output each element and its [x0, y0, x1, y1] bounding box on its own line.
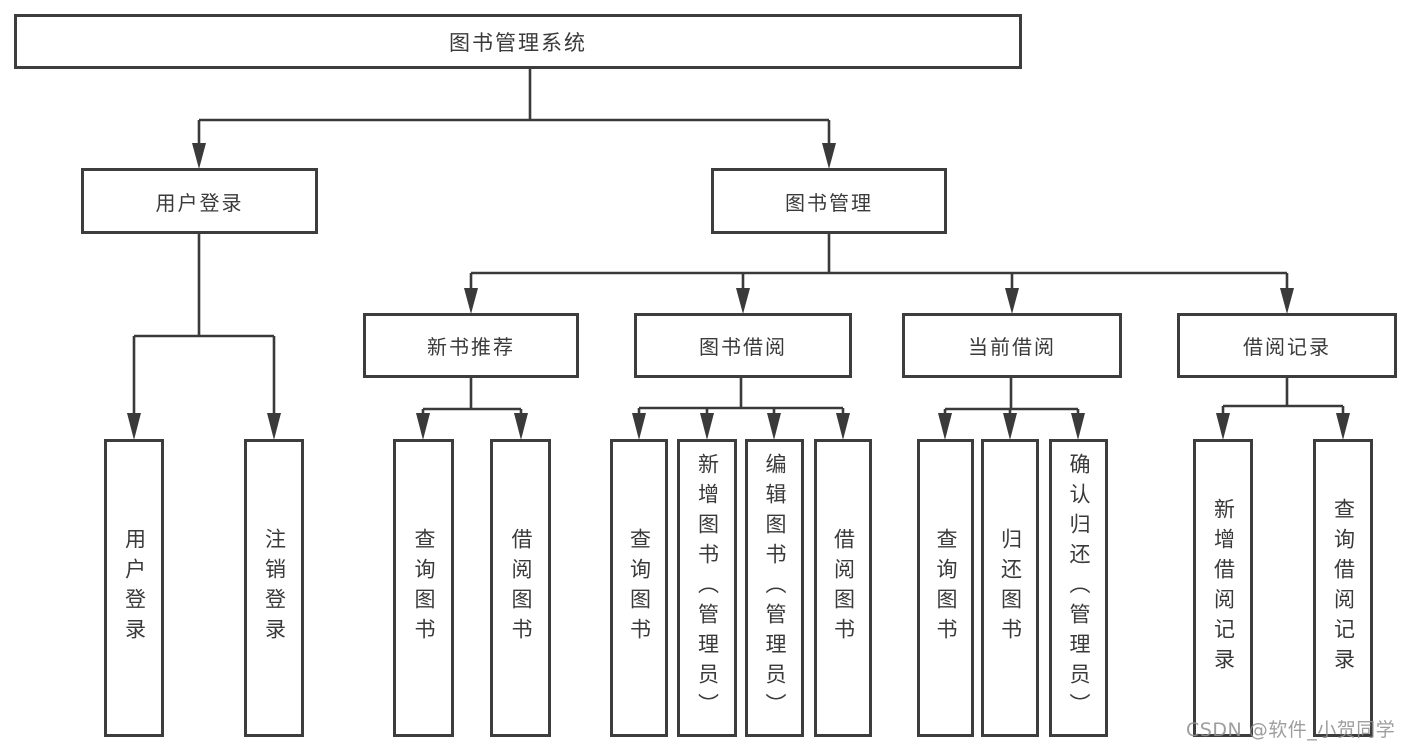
node-current-borrowing: 当前借阅: [902, 313, 1122, 378]
connector-borrow-records-children: [1221, 378, 1345, 417]
leaf-user-login: 用户登录: [104, 439, 164, 737]
arrow-down-icon: [1071, 413, 1085, 440]
csdn-watermark: CSDN @软件_小贺同学: [1186, 719, 1396, 741]
arrow-down-icon: [736, 288, 750, 314]
leaf-query-books-current: 查询图书: [917, 439, 974, 737]
arrow-down-icon: [267, 413, 281, 440]
leaf-add-book-admin: 新增图书（管理员）: [677, 439, 737, 737]
arrow-down-icon: [192, 143, 206, 169]
node-book-management: 图书管理: [711, 168, 947, 234]
node-new-book-recommend: 新书推荐: [363, 313, 579, 378]
connector-current-borrow-children: [943, 378, 1080, 417]
node-user-login: 用户登录: [81, 168, 318, 234]
arrow-down-icon: [632, 413, 646, 440]
arrow-down-icons: [127, 143, 1350, 440]
leaf-logout: 注销登录: [244, 439, 304, 737]
connector-root-to-level2: [197, 69, 831, 147]
arrow-down-icon: [938, 413, 952, 440]
connector-book-mgmt-children: [469, 234, 1289, 292]
arrow-down-icon: [822, 143, 836, 169]
arrow-down-icon: [1005, 288, 1019, 314]
node-book-borrowing: 图书借阅: [634, 313, 852, 378]
node-root: 图书管理系统: [14, 14, 1022, 69]
leaf-query-books-recommend: 查询图书: [393, 439, 454, 737]
connector-book-borrow-children: [637, 378, 845, 417]
arrow-down-icon: [416, 413, 430, 440]
connector-new-book-rec-children: [421, 378, 523, 417]
leaf-confirm-return-admin: 确认归还（管理员）: [1049, 439, 1108, 737]
arrow-down-icon: [1336, 413, 1350, 440]
leaf-edit-book-admin: 编辑图书（管理员）: [745, 439, 804, 737]
leaf-query-borrow-record: 查询借阅记录: [1313, 439, 1373, 737]
arrow-down-icon: [1280, 288, 1294, 314]
connector-user-login-children: [132, 234, 276, 417]
leaf-borrow-books-borrowing: 借阅图书: [814, 439, 872, 737]
arrow-down-icon: [836, 413, 850, 440]
leaf-query-books-borrowing: 查询图书: [610, 439, 668, 737]
arrow-down-icon: [514, 413, 528, 440]
leaf-add-borrow-record: 新增借阅记录: [1193, 439, 1253, 737]
arrow-down-icon: [767, 413, 781, 440]
arrow-down-icon: [1216, 413, 1230, 440]
leaf-borrow-books-recommend: 借阅图书: [490, 439, 551, 737]
arrow-down-icon: [464, 288, 478, 314]
node-borrowing-records: 借阅记录: [1177, 313, 1397, 378]
leaf-return-books: 归还图书: [981, 439, 1039, 737]
arrow-down-icon: [700, 413, 714, 440]
arrow-down-icon: [1003, 413, 1017, 440]
arrow-down-icon: [127, 413, 141, 440]
